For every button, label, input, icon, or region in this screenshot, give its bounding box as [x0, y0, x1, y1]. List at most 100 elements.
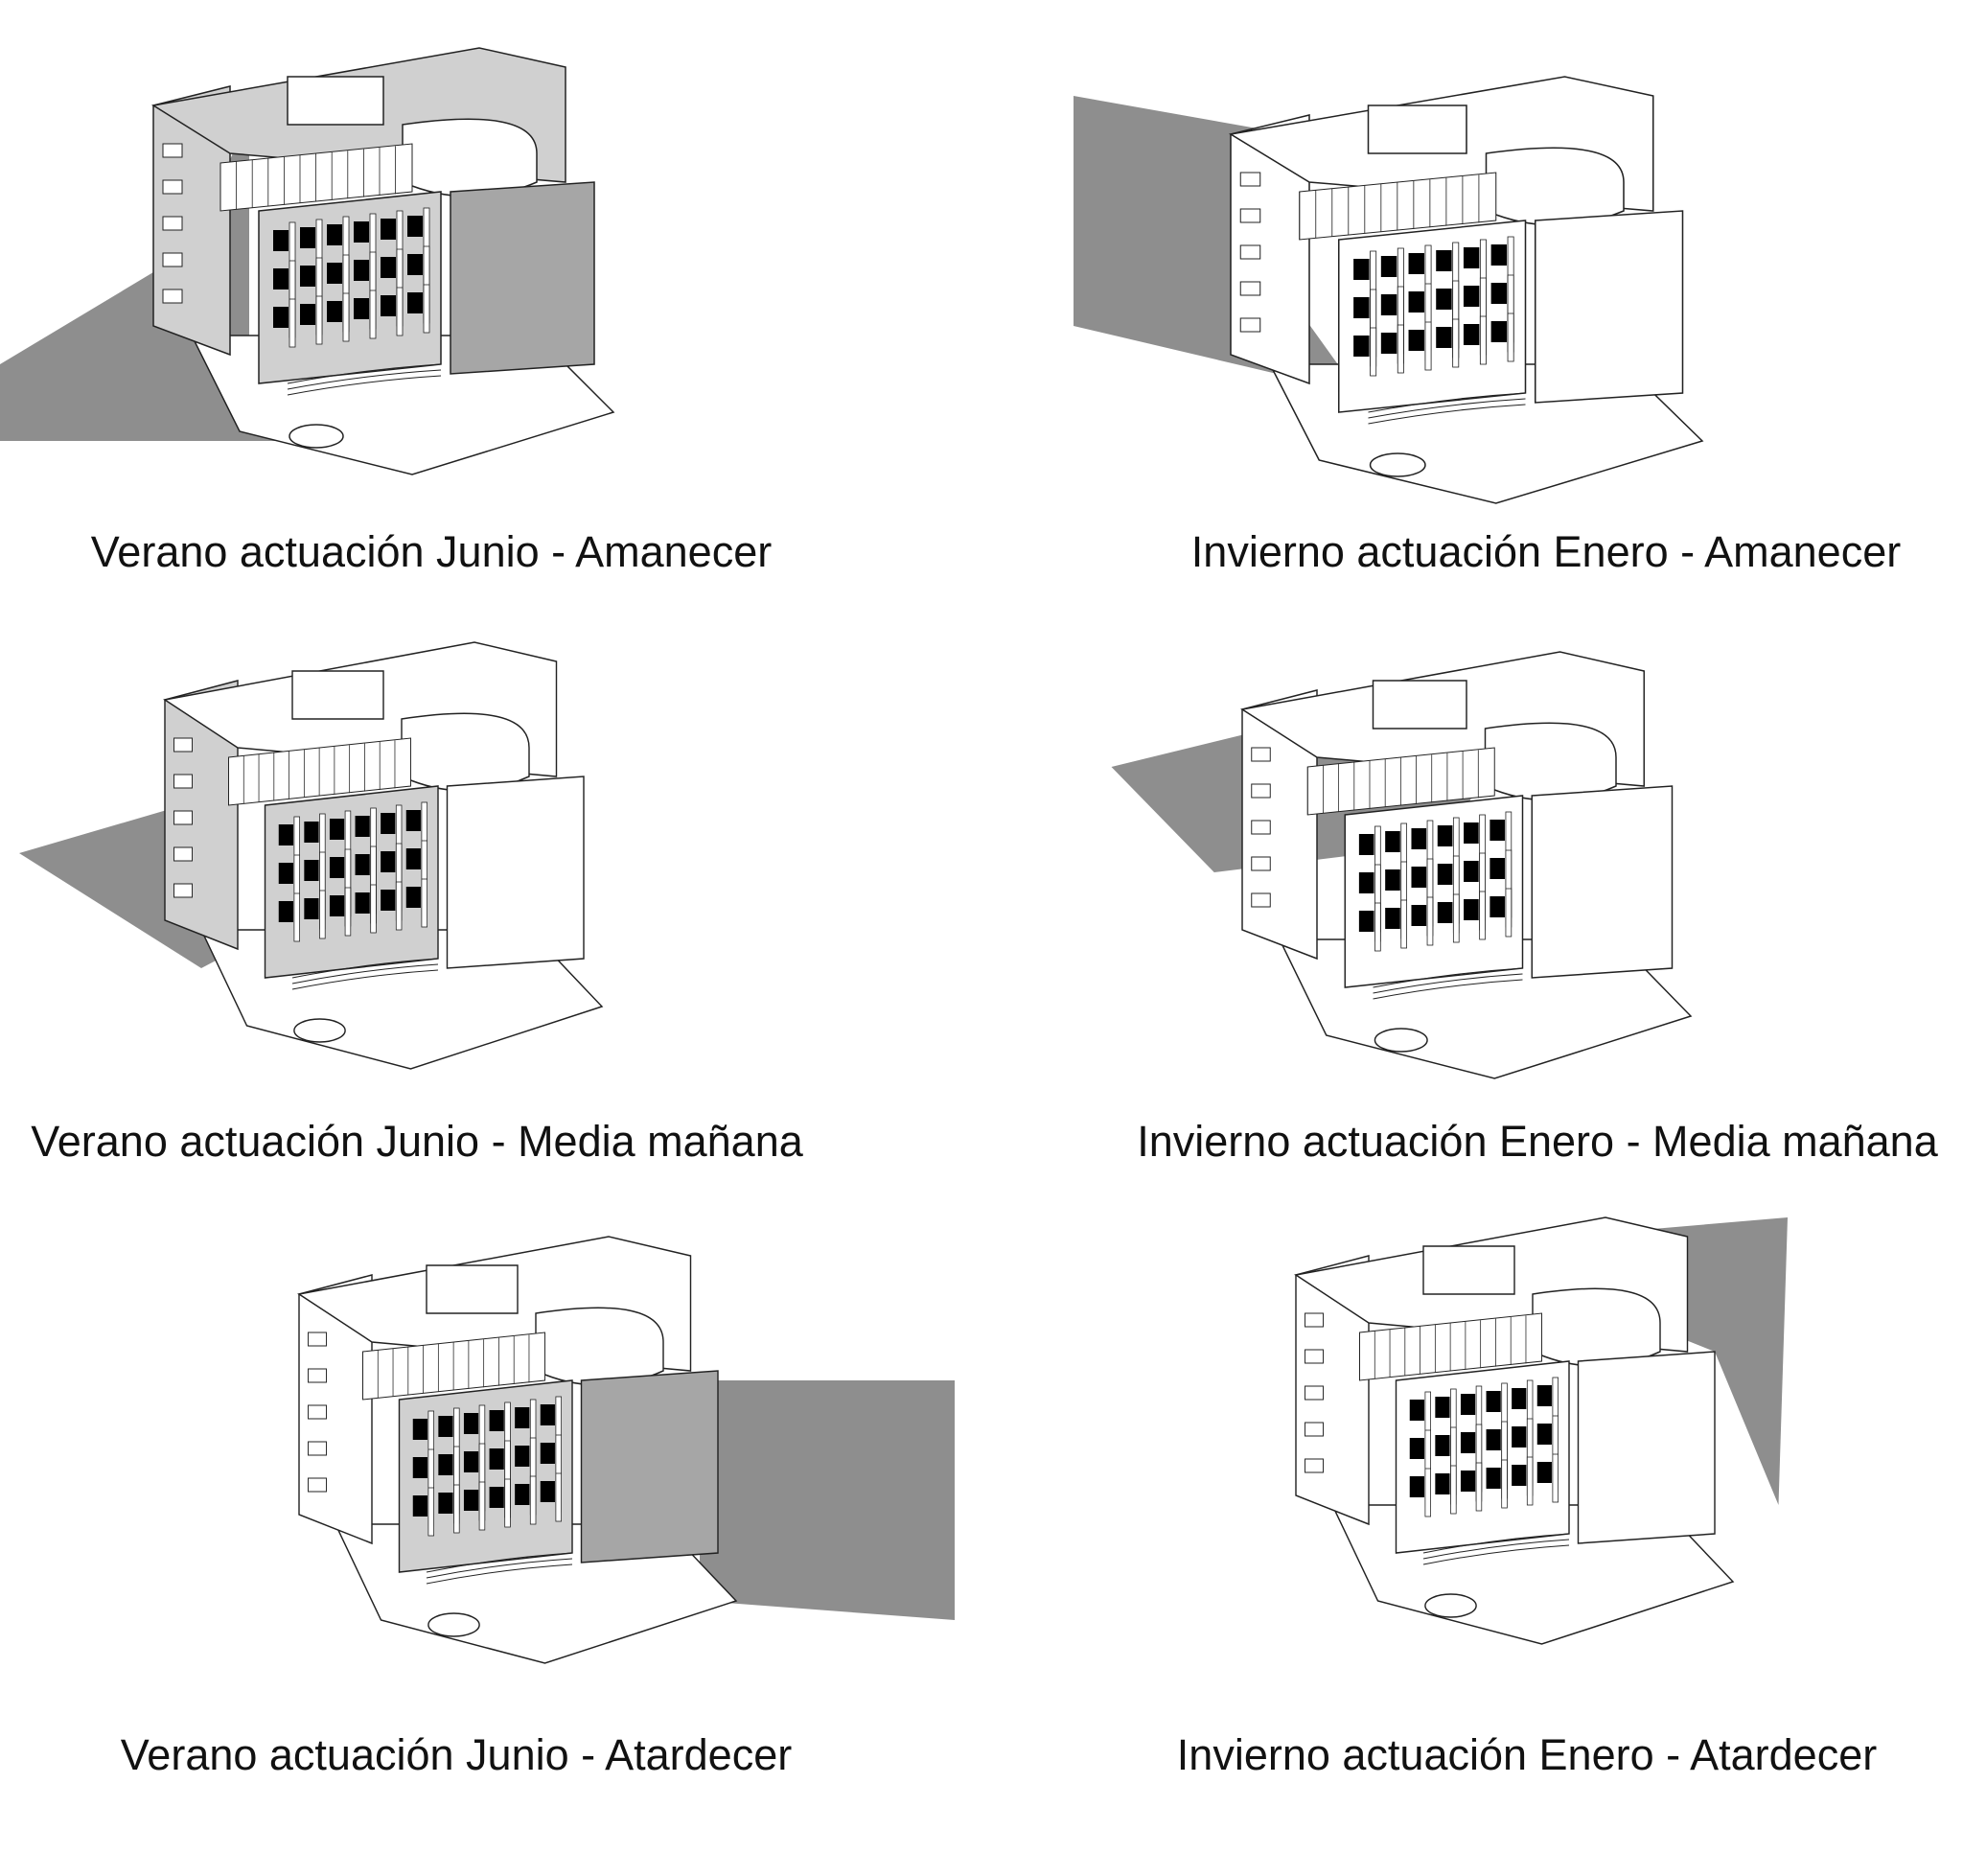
caption-summer-sunrise: Verano actuación Junio - Amanecer: [90, 527, 773, 576]
window-opening: [329, 895, 345, 916]
entrance-step: [1422, 1533, 1570, 1554]
vertical-fin: [1501, 1459, 1508, 1509]
window-opening: [327, 301, 342, 322]
vertical-fin: [289, 298, 296, 348]
window-opening: [1486, 1429, 1501, 1450]
window-opening: [1358, 872, 1374, 893]
entrance-step: [1373, 979, 1523, 1000]
window-opening: [1437, 864, 1453, 885]
window-opening: [300, 227, 315, 248]
window-opening: [489, 1487, 504, 1508]
roof-volume: [426, 1264, 519, 1314]
vertical-fin: [315, 295, 323, 345]
window-opening: [355, 816, 370, 837]
vertical-fin: [504, 1478, 511, 1528]
window-opening: [405, 848, 421, 869]
window-opening: [304, 898, 319, 919]
side-window: [1305, 1422, 1324, 1437]
roof-volume: [1367, 104, 1467, 154]
window-opening: [381, 851, 396, 872]
window-opening: [355, 892, 370, 914]
panel-summer-midmorning: [19, 641, 748, 1074]
glazing-band: [362, 1332, 545, 1401]
glazing-band: [1299, 172, 1497, 241]
drawing-group: [1111, 651, 1693, 1079]
panel-winter-sunset: [1150, 1216, 1879, 1687]
panel-winter-sunrise: [1074, 76, 1859, 504]
window-opening: [1385, 831, 1400, 852]
glazing-band: [1359, 1312, 1542, 1381]
window-opening: [1353, 297, 1370, 318]
window-opening: [1512, 1388, 1527, 1409]
building-winter-sunset: [1294, 1216, 1788, 1645]
side-window: [162, 179, 183, 195]
window-opening: [1490, 321, 1508, 342]
window-opening: [1512, 1426, 1527, 1448]
panel-summer-sunset: [153, 1236, 956, 1687]
fountain-ellipse: [1369, 452, 1426, 477]
vertical-fin: [1397, 324, 1404, 374]
building-winter-midmorning: [1111, 651, 1693, 1079]
glazing-band: [1306, 747, 1495, 816]
window-opening: [407, 216, 423, 237]
window-opening: [1437, 825, 1453, 846]
vertical-fin: [1552, 1453, 1559, 1503]
side-window: [173, 846, 193, 862]
window-opening: [1490, 283, 1508, 304]
window-opening: [273, 307, 289, 328]
window-opening: [1460, 1432, 1476, 1453]
vertical-fin: [427, 1487, 434, 1537]
vertical-fin: [555, 1472, 562, 1522]
window-opening: [1358, 834, 1374, 855]
side-window: [1251, 747, 1271, 762]
window-opening: [327, 224, 342, 245]
window-opening: [1435, 1473, 1450, 1494]
side-window: [1239, 244, 1261, 260]
entrance-step: [291, 963, 439, 984]
vertical-fin: [344, 887, 352, 937]
entrance-step: [291, 958, 439, 979]
roof-volume: [1372, 680, 1467, 730]
entrance-step: [1368, 398, 1526, 419]
window-opening: [1512, 1465, 1527, 1486]
fountain-ellipse: [1374, 1028, 1428, 1053]
window-opening: [515, 1446, 530, 1467]
right-wing-facade: [1531, 785, 1674, 979]
window-opening: [515, 1484, 530, 1505]
window-opening: [1463, 247, 1480, 268]
window-opening: [438, 1493, 453, 1514]
window-opening: [1437, 902, 1453, 923]
side-window: [162, 143, 183, 158]
side-window: [1239, 317, 1261, 333]
window-opening: [540, 1404, 555, 1425]
window-opening: [273, 230, 289, 251]
vertical-fin: [1479, 315, 1487, 365]
window-opening: [1463, 324, 1480, 345]
window-opening: [407, 254, 423, 275]
side-window: [162, 252, 183, 267]
side-window: [308, 1477, 327, 1493]
right-wing-facade: [1577, 1351, 1716, 1544]
side-window: [162, 289, 183, 304]
cast-shadow: [700, 1380, 956, 1620]
vertical-fin: [423, 284, 430, 334]
curved-tower: [535, 1307, 664, 1386]
side-window: [173, 883, 193, 898]
side-window: [1251, 783, 1271, 799]
window-opening: [354, 221, 369, 243]
side-window: [1251, 856, 1271, 871]
vertical-fin: [1424, 321, 1432, 371]
panel-summer-sunrise: [0, 47, 767, 498]
window-opening: [381, 813, 396, 834]
window-opening: [329, 819, 345, 840]
entrance-step: [1422, 1539, 1570, 1560]
vertical-fin: [396, 287, 404, 336]
window-opening: [381, 219, 396, 240]
window-opening: [1380, 333, 1397, 354]
window-opening: [1385, 908, 1400, 929]
window-opening: [1436, 289, 1452, 310]
window-opening: [1436, 327, 1452, 348]
window-opening: [489, 1410, 504, 1431]
vertical-fin: [1370, 327, 1377, 377]
side-window: [1305, 1458, 1324, 1473]
